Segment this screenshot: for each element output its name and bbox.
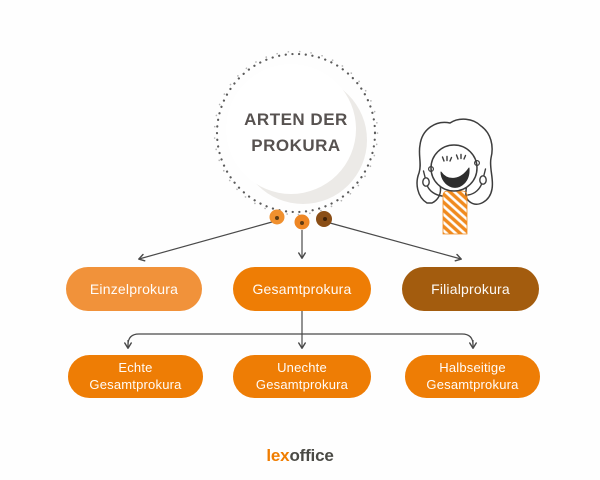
dotted-ring-outer [213,50,379,216]
hub-dot-left-center [275,216,279,220]
laughing-woman-doodle-illustration [416,118,494,235]
eyes [441,153,467,162]
node-einzelprokura: Einzelprokura [66,267,202,311]
level2-connectors [124,311,477,349]
mouth [440,166,470,188]
connector-einzelprokura [138,221,273,262]
node-halbseitige-gesamtprokura: Halbseitige Gesamtprokura [405,355,540,398]
dotted-ring [215,52,377,214]
lexoffice-logo: lexoffice [0,446,600,466]
node-unechte-gesamtprokura: Unechte Gesamtprokura [233,355,371,398]
connector-filialprokura [329,222,462,262]
level1-connectors [138,221,462,262]
central-circle [213,50,379,216]
bracket-line [127,333,474,346]
logo-part-office: office [289,446,334,465]
node-filialprokura: Filialprokura [402,267,539,311]
earring-right [473,159,480,166]
hub-dot-middle-center [300,221,304,225]
earring-left [428,165,435,172]
shirt [442,190,468,235]
node-echte-gesamtprokura: Echte Gesamtprokura [68,355,203,398]
hub-dot-right-center [323,217,327,221]
hub-dots [269,209,332,230]
diagram-title: ARTEN DER PROKURA [244,110,348,156]
node-gesamtprokura: Gesamtprokura [233,267,371,311]
arms [422,168,487,197]
logo-part-lex: lex [266,446,290,465]
